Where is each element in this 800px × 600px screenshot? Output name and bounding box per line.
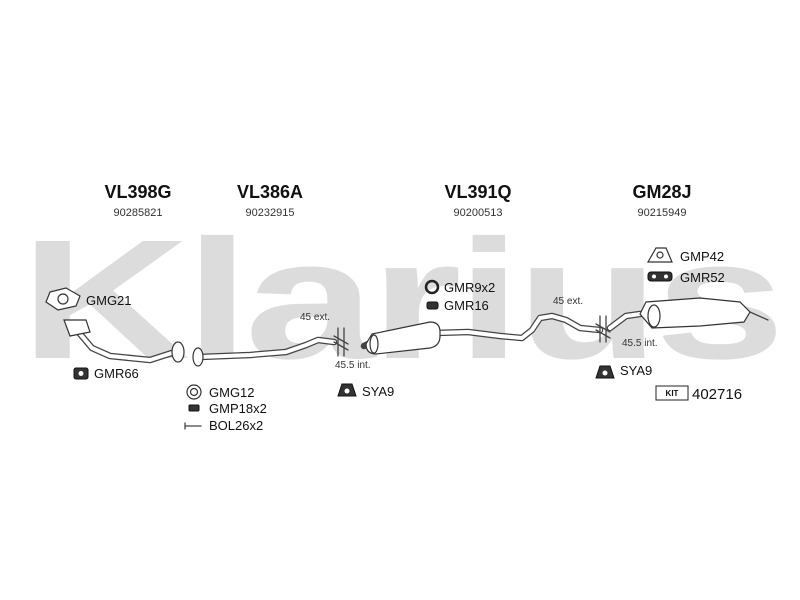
- bolt-bol26-icon: [184, 422, 202, 430]
- part-label-gmg21: GMG21: [86, 293, 132, 308]
- gasket-gmg12-icon: [186, 384, 202, 400]
- assembly-number-1: 90285821: [114, 207, 163, 219]
- dimension-int-1: 45.5 int.: [335, 360, 371, 371]
- part-label-gmr52: GMR52: [680, 270, 725, 285]
- part-label-gmp42: GMP42: [680, 249, 724, 264]
- rubber-gmr66-icon: [73, 367, 89, 380]
- dimension-int-2: 45.5 int.: [622, 338, 658, 349]
- hanger-sya9-icon-2: [595, 365, 615, 379]
- front-pipe-vl398g: [63, 319, 185, 364]
- assembly-number-4: 90215949: [638, 207, 687, 219]
- kit-label: KIT: [666, 389, 679, 398]
- bracket-gmp42-icon: [646, 247, 673, 263]
- hanger-sya9-icon-1: [337, 383, 357, 397]
- rubber-gmr16-icon: [426, 301, 439, 310]
- assembly-code-4: GM28J: [632, 182, 691, 202]
- kit-number: 402716: [692, 386, 742, 403]
- kit-badge: KIT: [655, 385, 689, 401]
- part-label-gmg12: GMG12: [209, 385, 255, 400]
- brand-watermark: Klarius: [20, 205, 780, 395]
- part-label-sya9-1: SYA9: [362, 384, 394, 399]
- assembly-code-2: VL386A: [237, 182, 303, 202]
- clamp-joint-1: [333, 327, 349, 357]
- assembly-number-3: 90200513: [454, 207, 503, 219]
- assembly-code-3: VL391Q: [444, 182, 511, 202]
- part-label-gmr9: GMR9x2: [444, 280, 495, 295]
- bolt-gmp18-icon: [188, 404, 200, 412]
- intermediate-pipe-vl386a: [192, 336, 338, 367]
- part-label-gmr66: GMR66: [94, 366, 139, 381]
- part-label-gmr16: GMR16: [444, 298, 489, 313]
- dimension-ext-2: 45 ext.: [553, 296, 583, 307]
- gasket-gmg21-icon: [45, 287, 81, 311]
- rear-silencer-gm28j: [606, 297, 769, 332]
- part-label-sya9-2: SYA9: [620, 363, 652, 378]
- clamp-joint-2: [595, 315, 611, 343]
- ring-gmr9-icon: [424, 279, 440, 295]
- dimension-ext-1: 45 ext.: [300, 312, 330, 323]
- rubber-gmr52-icon: [647, 271, 673, 282]
- part-label-gmp18: GMP18x2: [209, 401, 267, 416]
- assembly-number-2: 90232915: [246, 207, 295, 219]
- assembly-code-1: VL398G: [104, 182, 171, 202]
- part-label-bol26: BOL26x2: [209, 418, 263, 433]
- centre-silencer-vl391q: [360, 312, 604, 355]
